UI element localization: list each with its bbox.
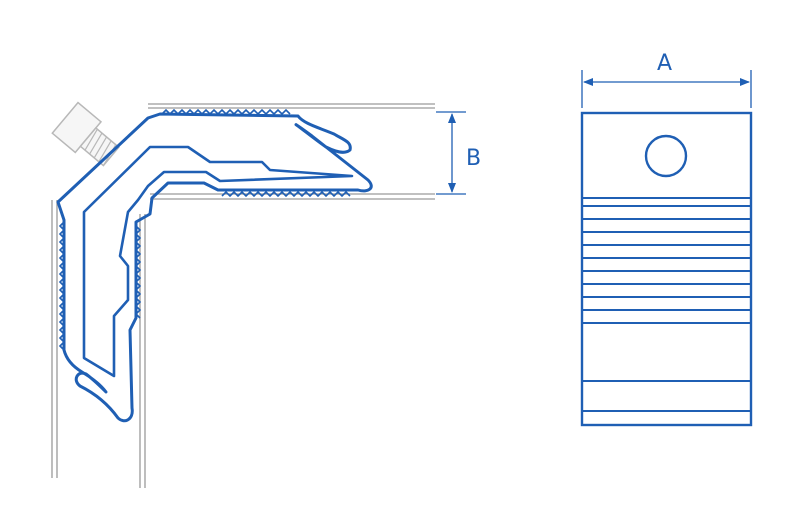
clamp-side-view: B xyxy=(51,101,481,488)
front-body xyxy=(580,111,753,427)
dimension-a: A xyxy=(581,51,752,108)
screw-icon xyxy=(51,101,120,167)
clamp-outer-profile xyxy=(56,112,373,423)
front-ribs xyxy=(582,197,751,412)
clamp-front-view: A xyxy=(580,51,753,427)
serration-teeth xyxy=(58,108,351,351)
clamp-inner-cavity xyxy=(82,145,354,378)
dimension-b: B xyxy=(436,111,481,195)
dimension-a-label: A xyxy=(657,51,672,76)
dimension-b-label: B xyxy=(466,146,481,171)
screw-hole-icon xyxy=(644,134,688,178)
